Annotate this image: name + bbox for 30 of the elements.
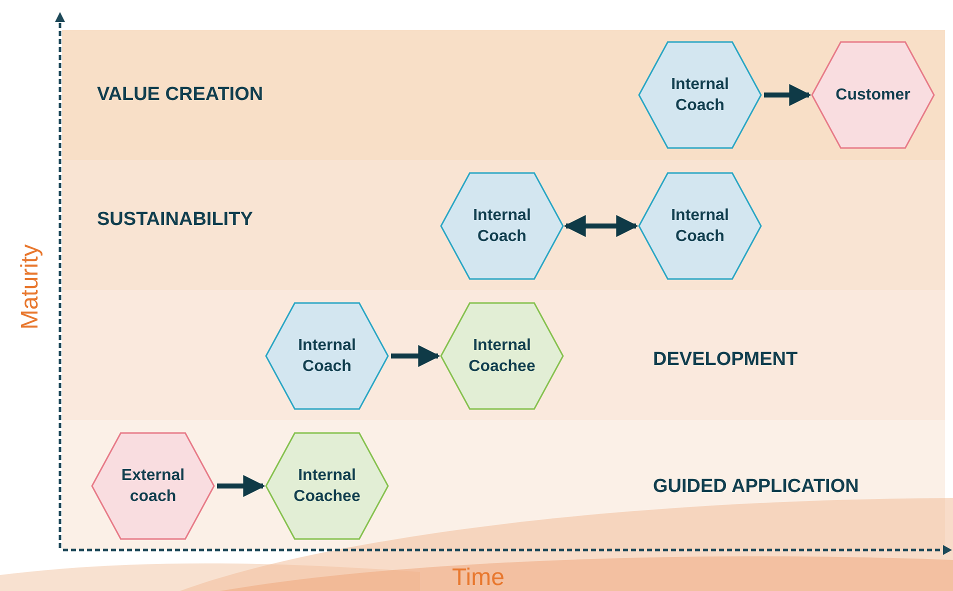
level-title: DEVELOPMENT — [653, 349, 798, 371]
node-label: Customer — [834, 86, 912, 106]
node-label: Internal Coach — [670, 75, 730, 116]
hexagon-node — [638, 41, 762, 149]
node-label: External coach — [120, 466, 186, 507]
node-label: Internal Coach — [670, 206, 730, 247]
arrow — [217, 475, 266, 497]
level-band — [62, 290, 945, 420]
level-title: SUSTAINABILITY — [97, 209, 253, 231]
hexagon-node — [811, 41, 935, 149]
axis-label: Maturity — [16, 244, 45, 330]
hexagon-node — [91, 432, 215, 540]
level-title: GUIDED APPLICATION — [653, 476, 859, 498]
arrow — [764, 84, 812, 106]
hexagon-node — [265, 302, 389, 410]
hexagon-node — [440, 172, 564, 280]
level-band — [62, 30, 945, 160]
hexagon-node — [265, 432, 389, 540]
node-label: Internal Coachee — [468, 336, 536, 377]
level-band — [62, 160, 945, 290]
arrow — [391, 345, 440, 367]
hexagon-node — [440, 302, 564, 410]
node-label: Internal Coach — [472, 206, 532, 247]
node-label: Internal Coachee — [292, 466, 362, 507]
node-label: Internal Coach — [297, 336, 357, 377]
axis-label: Time — [452, 564, 504, 591]
arrow — [564, 215, 638, 237]
level-title: VALUE CREATION — [97, 84, 264, 106]
hexagon-node — [638, 172, 762, 280]
level-band — [62, 420, 945, 550]
